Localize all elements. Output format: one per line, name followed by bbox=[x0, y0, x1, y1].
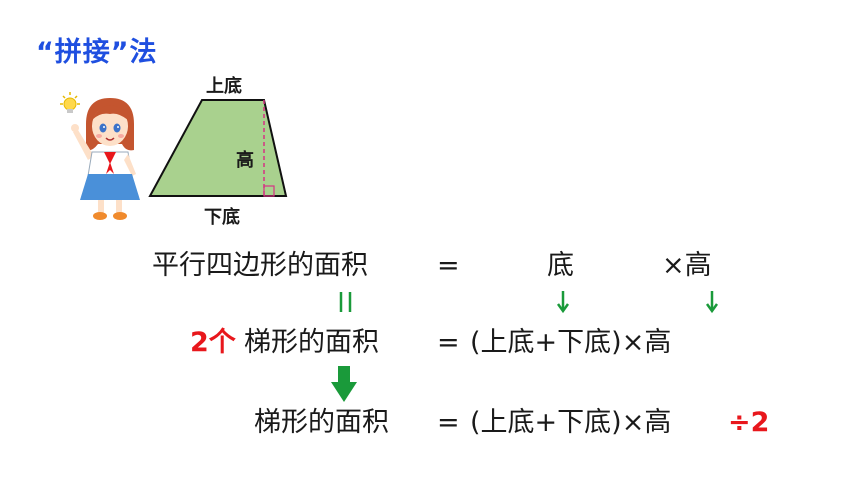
down-arrow-icon bbox=[705, 291, 719, 314]
label-top-base: 上底 bbox=[206, 76, 242, 97]
row2-left: 梯形的面积 bbox=[244, 327, 379, 358]
row3-equals: = bbox=[437, 407, 460, 438]
row1-left: 平行四边形的面积 bbox=[152, 250, 368, 281]
row2-right: (上底+下底)×高 bbox=[470, 327, 672, 358]
label-height: 高 bbox=[236, 150, 254, 171]
row1-times-height: ×高 bbox=[662, 250, 712, 281]
trapezoid-diagram bbox=[148, 99, 288, 197]
row2-equals: = bbox=[437, 327, 460, 358]
equal-sign-icon bbox=[339, 292, 352, 312]
trapezoid-shape bbox=[148, 99, 288, 197]
right-angle-mark bbox=[263, 185, 275, 197]
row2-prefix: 2个 bbox=[190, 327, 236, 358]
row1-base: 底 bbox=[547, 250, 574, 281]
girl-illustration bbox=[60, 92, 140, 220]
bulb-icon bbox=[60, 92, 80, 113]
big-down-arrow-icon bbox=[331, 366, 357, 402]
row3-suffix: ÷2 bbox=[728, 407, 770, 438]
row3-right: (上底+下底)×高 bbox=[470, 407, 672, 438]
page-title: “拼接”法 bbox=[36, 37, 158, 68]
row3-left: 梯形的面积 bbox=[254, 407, 389, 438]
label-bottom-base: 下底 bbox=[204, 207, 240, 228]
row1-equals: = bbox=[437, 250, 460, 281]
down-arrow-icon bbox=[556, 291, 570, 314]
